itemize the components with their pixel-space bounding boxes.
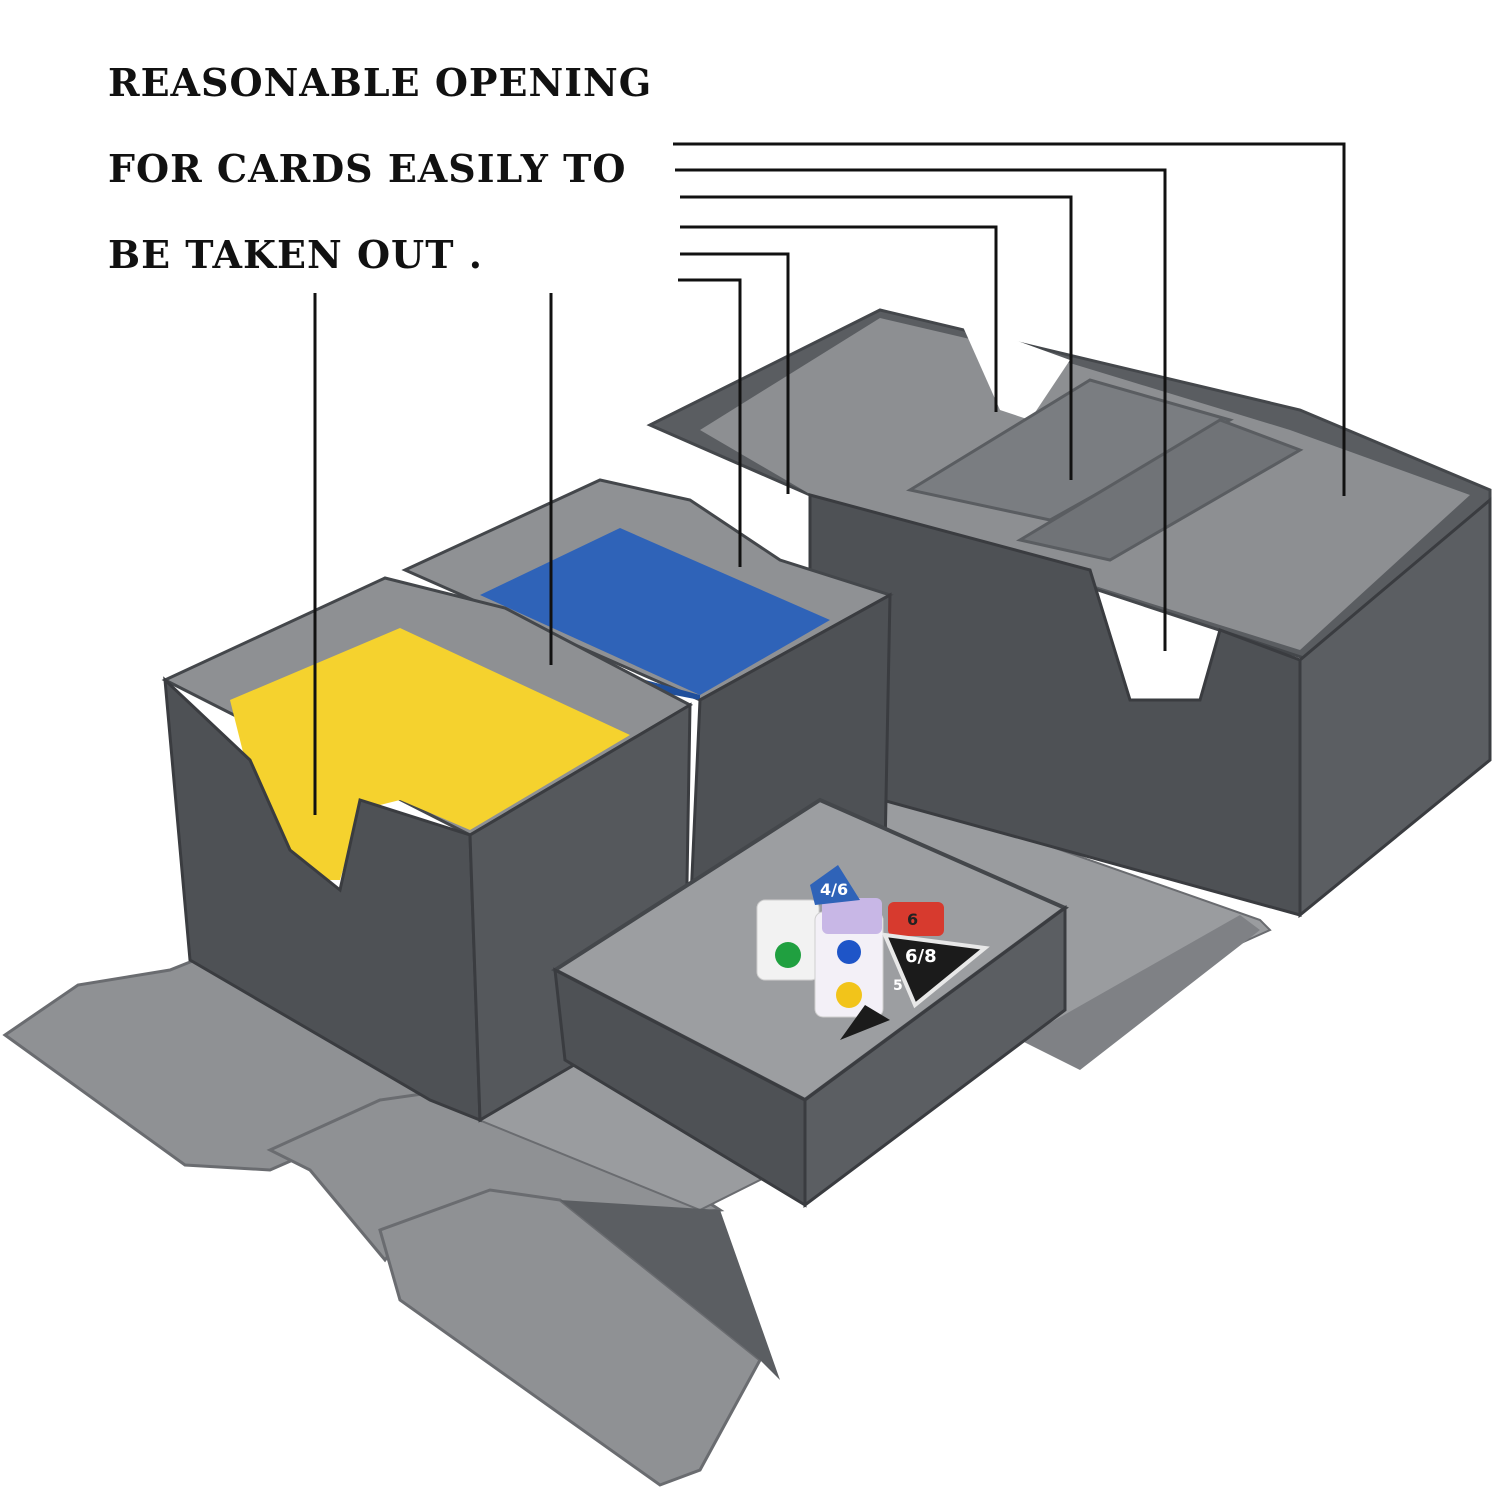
callout-lines — [313, 142, 1346, 815]
die-red — [888, 902, 944, 936]
large-box-right-wall — [1298, 496, 1492, 919]
blue-cards-stack — [480, 528, 830, 695]
callout-6 — [678, 278, 742, 567]
caption-line-3: BE TAKEN OUT . — [108, 232, 483, 277]
caption-line-1: REASONABLE OPENING — [108, 60, 653, 105]
base-felt-right-strip — [1020, 915, 1260, 1070]
callout-3 — [680, 195, 1073, 480]
die-purple-top — [822, 898, 882, 934]
large-box-front-wall — [808, 493, 1302, 917]
die-label-4: 5 — [893, 978, 903, 994]
die-green-dot — [775, 942, 801, 968]
base-felt-panel — [378, 1188, 762, 1487]
callout-5 — [680, 252, 790, 494]
large-box-notch — [960, 320, 1070, 420]
die-label-1: 4/6 — [820, 880, 848, 899]
callout-2 — [675, 168, 1167, 651]
feature-caption: REASONABLE OPENING FOR CARDS EASILY TO B… — [108, 52, 653, 310]
callout-4 — [680, 225, 998, 412]
yellow-cards-stack — [230, 628, 630, 880]
die-label-3: 6/8 — [905, 946, 937, 967]
callout-1 — [673, 142, 1346, 496]
die-black-white-d8 — [881, 932, 990, 1009]
yellow-box-left-wall — [163, 676, 482, 1123]
divider-2 — [1016, 418, 1304, 562]
die-label-2: 6 — [907, 910, 918, 929]
dice-pile: 4/6 6 6/8 5 — [756, 865, 990, 1040]
base-bottom-edge — [560, 1200, 780, 1380]
die-yellow-dot — [836, 982, 862, 1008]
die-black-small — [840, 1005, 890, 1040]
dice-tray: 4/6 6 6/8 5 — [551, 797, 1069, 1208]
die-blue-d8 — [810, 865, 860, 905]
die-blue-dot — [837, 940, 861, 964]
caption-line-2: FOR CARDS EASILY TO — [108, 146, 627, 191]
dice-tray-right-wall — [803, 905, 1067, 1208]
